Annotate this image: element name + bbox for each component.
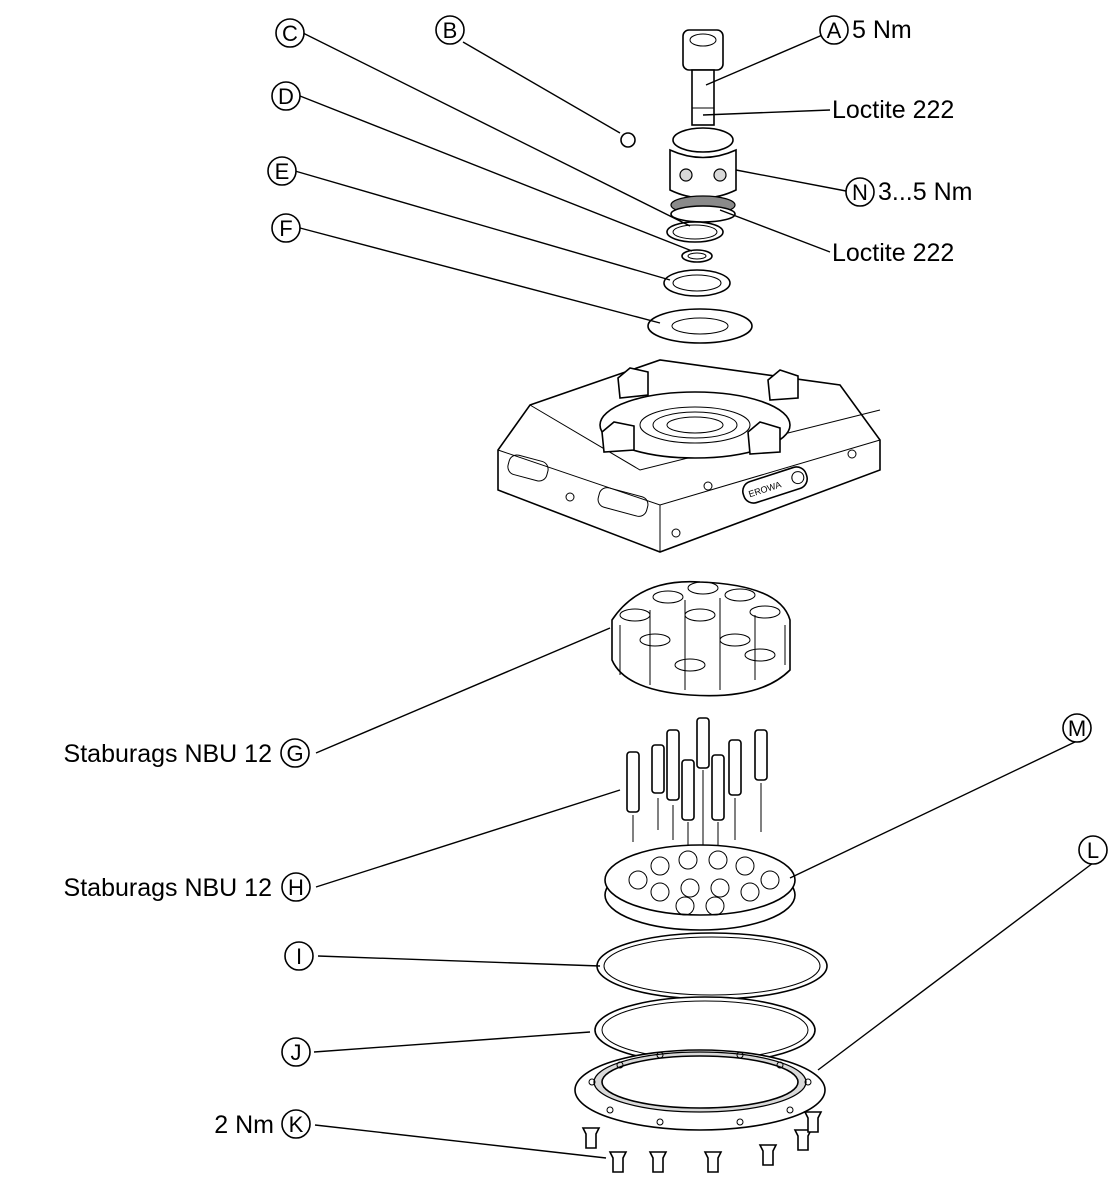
callout-h: Staburags NBU 12 H bbox=[64, 872, 311, 902]
svg-text:E: E bbox=[275, 159, 290, 184]
callout-i: I bbox=[284, 941, 314, 971]
svg-text:G: G bbox=[286, 741, 303, 766]
part-screw-a bbox=[682, 29, 724, 126]
callout-e: E bbox=[267, 156, 297, 186]
callout-c: C bbox=[275, 18, 305, 48]
callout-l: L bbox=[1078, 835, 1108, 865]
svg-text:J: J bbox=[291, 1040, 302, 1065]
svg-text:I: I bbox=[296, 944, 302, 969]
leader-lines bbox=[294, 29, 1094, 1159]
callout-b: B bbox=[435, 15, 465, 45]
svg-text:N: N bbox=[852, 180, 868, 205]
callout-m: M bbox=[1062, 713, 1092, 743]
part-spring-pack-g bbox=[611, 580, 791, 697]
svg-text:B: B bbox=[443, 18, 458, 43]
svg-text:D: D bbox=[278, 84, 294, 109]
callout-g: Staburags NBU 12 G bbox=[64, 738, 310, 768]
part-screws-k bbox=[581, 1111, 823, 1173]
callout-g-note: Staburags NBU 12 bbox=[64, 740, 272, 768]
callout-a-note: 5 Nm bbox=[852, 16, 912, 44]
loctite-label-screw: Loctite 222 bbox=[832, 96, 954, 124]
svg-text:K: K bbox=[289, 1112, 304, 1137]
svg-text:F: F bbox=[279, 216, 292, 241]
svg-text:L: L bbox=[1087, 838, 1099, 863]
callout-a: A 5 Nm bbox=[819, 15, 912, 45]
callout-n: N 3...5 Nm bbox=[845, 177, 972, 207]
part-disc-f bbox=[647, 308, 753, 344]
callout-k: 2 Nm K bbox=[214, 1109, 311, 1139]
part-chuck-body: EROWA bbox=[497, 359, 881, 553]
part-oring-i bbox=[596, 932, 828, 1000]
callout-j: J bbox=[281, 1037, 311, 1067]
callout-h-note: Staburags NBU 12 bbox=[64, 874, 272, 902]
part-washer-e bbox=[663, 269, 731, 297]
callout-f: F bbox=[271, 213, 301, 243]
svg-text:A: A bbox=[827, 18, 842, 43]
svg-text:M: M bbox=[1068, 716, 1086, 741]
part-insert-n bbox=[669, 127, 737, 223]
svg-text:H: H bbox=[288, 875, 304, 900]
callout-k-note: 2 Nm bbox=[214, 1111, 274, 1139]
part-ring-d bbox=[681, 249, 713, 263]
callout-n-note: 3...5 Nm bbox=[878, 178, 972, 206]
svg-text:C: C bbox=[282, 21, 298, 46]
callout-d: D bbox=[271, 81, 301, 111]
part-ball-b bbox=[620, 132, 636, 148]
part-spring-set-h bbox=[626, 717, 768, 862]
part-flange-l bbox=[574, 1049, 826, 1131]
loctite-label-insert: Loctite 222 bbox=[832, 239, 954, 267]
part-oring-c bbox=[666, 221, 724, 243]
part-plate-m bbox=[604, 844, 796, 931]
